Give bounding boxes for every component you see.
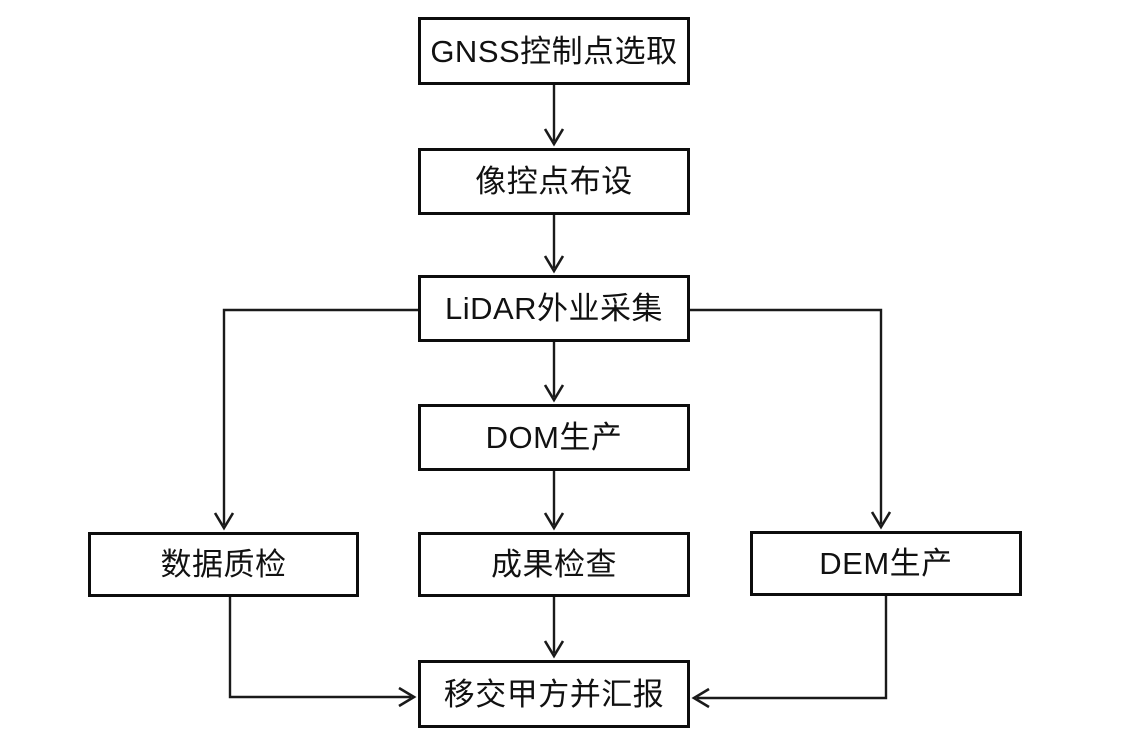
node-dom-production[interactable]: DOM生产 bbox=[418, 404, 690, 471]
connector-dem-to-handover bbox=[691, 596, 888, 709]
node-dem-production[interactable]: DEM生产 bbox=[750, 531, 1022, 596]
node-lidar-field-collection[interactable]: LiDAR外业采集 bbox=[418, 275, 690, 342]
connector-lidar-to-dem bbox=[690, 308, 892, 530]
connector-lidar-to-dom bbox=[543, 342, 565, 403]
connector-gnss-to-control-points bbox=[543, 85, 565, 147]
node-label-lidar-field: LiDAR外业采集 bbox=[444, 291, 664, 326]
node-label-control-points: 像控点布设 bbox=[475, 164, 633, 199]
node-result-inspection[interactable]: 成果检查 bbox=[418, 532, 690, 597]
node-label-gnss: GNSS控制点选取 bbox=[430, 33, 678, 69]
connector-data-qc-to-handover bbox=[228, 597, 417, 708]
node-gnss-control-point-selection[interactable]: GNSS控制点选取 bbox=[418, 17, 690, 85]
node-label-handover: 移交甲方并汇报 bbox=[443, 676, 665, 712]
node-image-control-point-layout[interactable]: 像控点布设 bbox=[418, 148, 690, 215]
node-label-result-check: 成果检查 bbox=[491, 547, 617, 582]
connector-lidar-to-data-qc bbox=[213, 308, 418, 531]
node-label-dom: DOM生产 bbox=[485, 420, 623, 455]
node-handover-to-client-and-report[interactable]: 移交甲方并汇报 bbox=[418, 660, 690, 728]
node-data-quality-check[interactable]: 数据质检 bbox=[88, 532, 359, 597]
node-label-dem: DEM生产 bbox=[819, 546, 953, 581]
connector-result-check-to-handover bbox=[543, 597, 565, 659]
node-label-data-qc: 数据质检 bbox=[160, 547, 287, 582]
connector-control-points-to-lidar bbox=[543, 215, 565, 274]
connector-dom-to-result-check bbox=[543, 471, 565, 531]
